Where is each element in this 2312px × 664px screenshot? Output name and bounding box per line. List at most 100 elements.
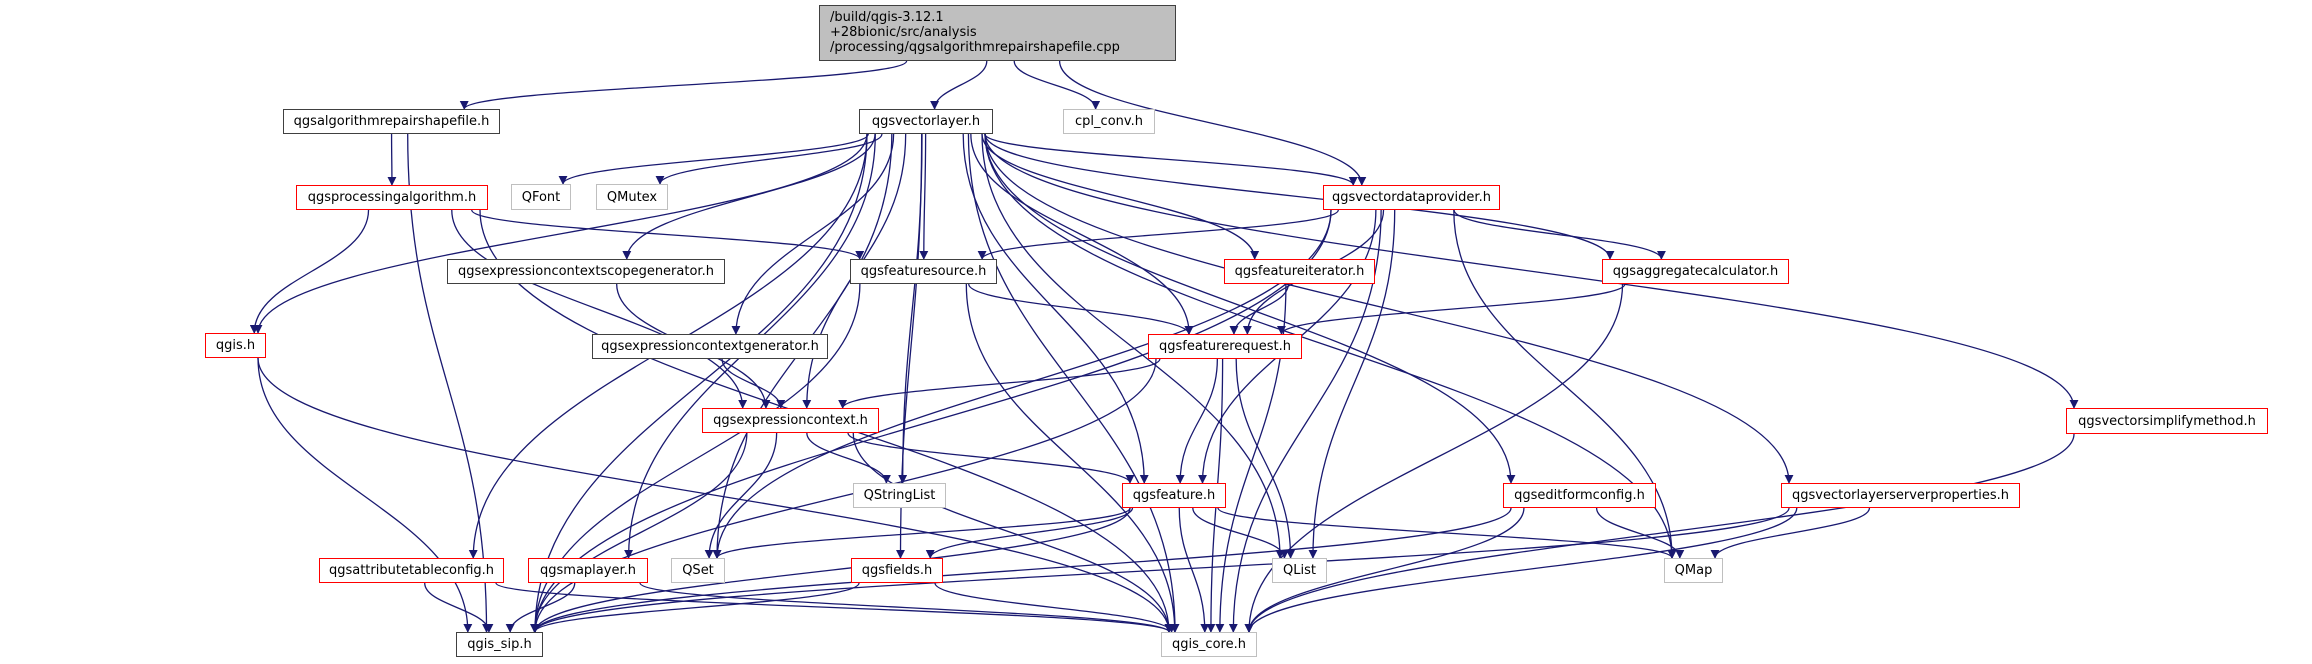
edge-serverprops_h-to-qgis_sip_h	[530, 507, 1790, 633]
node-qgsfields-h[interactable]: qgsfields.h	[851, 558, 943, 583]
node-qgis-sip-h[interactable]: qgis_sip.h	[456, 632, 543, 657]
node-label: qgseditformconfig.h	[1514, 488, 1645, 503]
node-label: qgsexpressioncontext.h	[713, 413, 868, 428]
node-label: QMutex	[606, 189, 658, 205]
edge-vectorlayer_h-to-qgis_core_h	[967, 133, 1180, 633]
edge-vectorlayer_h-to-qgis_h	[253, 133, 868, 334]
edge-exprctx_h-to-qgis_sip_h	[529, 432, 748, 633]
node-qgsfeaturesource-h[interactable]: qgsfeaturesource.h	[850, 259, 997, 284]
edge-vectorlayer_h-to-featuresource_h	[919, 133, 929, 260]
node-qgsmaplayer-h[interactable]: qgsmaplayer.h	[528, 558, 648, 583]
edge-exprctx_h-to-qgis_core_h	[852, 432, 1174, 633]
edge-vectorlayer_h-to-QFont	[558, 133, 869, 185]
edge-exprctxgen_h-to-exprctx_h	[721, 358, 786, 409]
edge-root-to-repairshapefile_h	[459, 60, 908, 110]
edge-vectorlayer_h-to-qgis_sip_h	[530, 133, 868, 633]
node-qgsattributetableconfig-h[interactable]: qgsattributetableconfig.h	[319, 558, 504, 583]
edge-featuresource_h-to-featurerequest_h	[968, 283, 1194, 335]
edge-fields_h-to-qgis_sip_h	[530, 582, 860, 633]
root-label-line-2: +28bionic/src/analysis	[830, 25, 977, 40]
edge-serverprops_h-to-QMap	[1710, 507, 1871, 559]
node-qlist: QList	[1272, 558, 1327, 583]
edge-vectorlayer_h-to-aggregatecalc_h	[984, 133, 1615, 260]
node-label: qgsfeaturesource.h	[860, 264, 987, 279]
edge-featurerequest_h-to-exprctx_h	[838, 358, 1161, 409]
node-qgsfeaturerequest-h[interactable]: qgsfeaturerequest.h	[1148, 334, 1302, 359]
edge-root-to-vectordataprovider_h	[1058, 60, 1367, 186]
node-label: qgsfeaturerequest.h	[1159, 339, 1291, 354]
edge-feature_h-to-QSet	[712, 507, 1131, 559]
edge-vectorlayer_h-to-exprctxscopegen_h	[622, 133, 876, 260]
edge-featurerequest_h-to-feature_h	[1175, 358, 1218, 484]
edge-vectorlayer_h-to-featurerequest_h	[970, 133, 1194, 335]
node-label: qgsfeature.h	[1132, 488, 1216, 503]
node-qgsprocessingalgorithm-h[interactable]: qgsprocessingalgorithm.h	[296, 185, 488, 210]
node-root-source-file[interactable]: /build/qgis-3.12.1 +28bionic/src/analysi…	[819, 5, 1176, 61]
edge-fields_h-to-qgis_core_h	[934, 582, 1176, 633]
edge-feature_h-to-fields_h	[925, 507, 1134, 559]
node-label: qgis_sip.h	[467, 637, 532, 652]
edge-vectorlayer_h-to-QMutex	[655, 133, 883, 185]
node-qstringlist: QStringList	[853, 483, 946, 508]
node-label: qgsvectordataprovider.h	[1332, 190, 1491, 205]
node-qgsaggregatecalculator-h[interactable]: qgsaggregatecalculator.h	[1602, 259, 1789, 284]
edge-feature_h-to-qgis_core_h	[1178, 507, 1210, 633]
node-label: qgsvectorlayerserverproperties.h	[1792, 488, 2009, 503]
node-qgseditformconfig-h[interactable]: qgseditformconfig.h	[1503, 483, 1656, 508]
node-label: QFont	[521, 189, 561, 205]
node-label: qgsvectorsimplifymethod.h	[2078, 413, 2256, 429]
node-label: qgsattributetableconfig.h	[328, 563, 495, 578]
node-qmap: QMap	[1664, 558, 1723, 583]
edge-exprctx_h-to-QSet	[704, 432, 778, 559]
node-qgsvectorsimplifymethod-h[interactable]: qgsvectorsimplifymethod.h	[2066, 408, 2268, 434]
edge-featureiterator_h-to-featurerequest_h	[1229, 283, 1289, 335]
edge-aggregatecalc_h-to-featurerequest_h	[1277, 283, 1626, 335]
edge-simplifymethod_h-to-qgis_core_h	[1244, 433, 2075, 633]
edge-featurerequest_h-to-qgis_sip_h	[530, 358, 1157, 633]
edge-vectordataprovider_h-to-qgis_sip_h	[530, 209, 1332, 633]
node-label: cpl_conv.h	[1075, 114, 1143, 129]
edge-maplayer_h-to-qgis_core_h	[639, 582, 1174, 633]
edge-qgis_h-to-qgis_sip_h	[257, 357, 473, 633]
node-label: qgsfields.h	[861, 563, 933, 578]
edge-editformconfig_h-to-qgis_sip_h	[530, 507, 1512, 633]
node-qgsexpressioncontext-h[interactable]: qgsexpressioncontext.h	[702, 408, 879, 433]
node-qgsvectorlayerserverproperties-h[interactable]: qgsvectorlayerserverproperties.h	[1781, 483, 2020, 508]
edge-attrtableconfig_h-to-qgis_core_h	[495, 582, 1174, 633]
edge-root-to-cpl_conv_h	[1013, 60, 1101, 110]
node-qgsexpressioncontextscopegenerator-h[interactable]: qgsexpressioncontextscopegenerator.h	[447, 259, 725, 284]
node-label: qgsfeatureiterator.h	[1234, 264, 1365, 279]
node-qgsvectorlayer-h[interactable]: qgsvectorlayer.h	[859, 109, 993, 134]
node-qgsexpressioncontextgenerator-h[interactable]: qgsexpressioncontextgenerator.h	[592, 334, 828, 359]
node-qgsfeatureiterator-h[interactable]: qgsfeatureiterator.h	[1224, 259, 1375, 284]
node-label: qgis.h	[215, 338, 256, 353]
edge-maplayer_h-to-qgis_sip_h	[505, 582, 576, 633]
node-label: QList	[1283, 563, 1316, 578]
node-qgsfeature-h[interactable]: qgsfeature.h	[1122, 483, 1226, 508]
node-label: QSet	[682, 563, 714, 578]
edge-processingalgorithm_h-to-qgis_h	[249, 209, 370, 334]
node-qgis-h[interactable]: qgis.h	[205, 333, 266, 358]
root-label-line-3: /processing/qgsalgorithmrepairshapefile.…	[830, 40, 1120, 55]
edge-vectorlayer_h-to-QStringList	[898, 133, 923, 484]
edge-feature_h-to-qgis_sip_h	[530, 507, 1131, 633]
edge-processingalgorithm_h-to-featuresource_h	[471, 209, 865, 260]
edge-exprctx_h-to-QStringList	[806, 432, 891, 484]
edge-vectorlayer_h-to-featureiterator_h	[981, 133, 1260, 260]
node-label: QStringList	[863, 488, 936, 503]
edge-attrtableconfig_h-to-qgis_sip_h	[424, 582, 494, 633]
edge-feature_h-to-QList	[1192, 507, 1289, 559]
edge-vectorlayer_h-to-serverprops_h	[984, 133, 1794, 484]
node-label: qgsmaplayer.h	[540, 563, 636, 578]
node-qgsalgorithmrepairshapefile-h[interactable]: qgsalgorithmrepairshapefile.h	[283, 109, 500, 134]
node-label: qgsalgorithmrepairshapefile.h	[293, 114, 490, 129]
node-qmutex: QMutex	[596, 184, 668, 210]
edge-feature_h-to-QMap	[1217, 507, 1677, 559]
node-label: qgis_core.h	[1172, 637, 1246, 652]
node-qfont: QFont	[511, 184, 571, 210]
node-label: qgsprocessingalgorithm.h	[307, 190, 477, 205]
edge-vectordataprovider_h-to-featuresource_h	[977, 209, 1339, 260]
node-qgsvectordataprovider-h[interactable]: qgsvectordataprovider.h	[1323, 185, 1500, 210]
edge-vectorlayer_h-to-exprctxgen_h	[731, 133, 895, 335]
edge-editformconfig_h-to-qgis_core_h	[1244, 507, 1525, 633]
